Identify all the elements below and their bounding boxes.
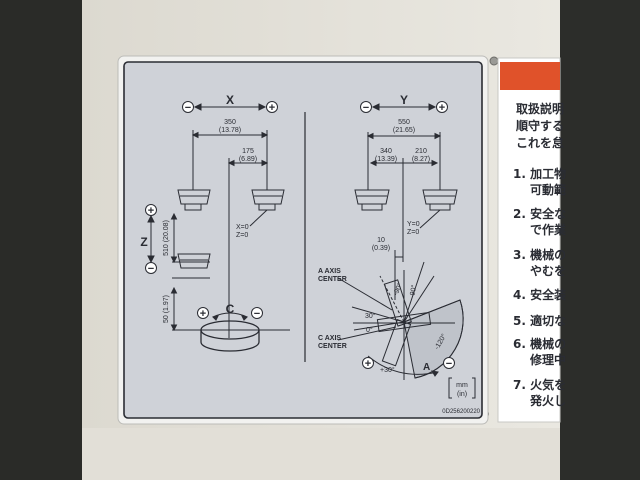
y-340-mm: 340	[380, 148, 392, 155]
a-plus-sign: +	[365, 358, 371, 370]
x-plus-sign: +	[269, 102, 275, 114]
warning-item: やむを	[530, 264, 566, 278]
angle-0: 0°	[366, 326, 373, 334]
c-minus-symbol	[251, 307, 263, 319]
y-340-in: (13.39)	[375, 156, 397, 163]
z-plus-symbol	[145, 204, 157, 216]
x-zero: X=0	[236, 224, 249, 231]
warning-label: 取扱説明 順守する これを怠 1. 加工物 可動範 2. 安全な で作業 3. …	[497, 57, 567, 423]
z-minus-symbol	[145, 262, 157, 274]
y-plus-symbol	[436, 101, 448, 113]
y-210-mm: 210	[415, 148, 427, 155]
a-minus-sign: −	[446, 358, 452, 370]
warning-header-band	[500, 62, 560, 90]
z-minus-sign: −	[148, 263, 154, 275]
warning-item: 5. 適切な	[513, 313, 566, 328]
a-minus-symbol	[443, 357, 455, 369]
warning-item: で作業	[530, 222, 567, 237]
y-550-mm: 550	[398, 119, 410, 126]
angle-neg90-b: -90°	[408, 284, 418, 298]
x-175-mm: 175	[242, 148, 254, 155]
warning-item: 4. 安全装	[513, 287, 566, 302]
y-z-zero: Z=0	[407, 229, 419, 236]
c-axis-center-label: C AXIS	[318, 335, 341, 342]
warning-item: 3. 機械の	[513, 247, 566, 262]
panel-bottom	[82, 428, 560, 480]
angle-30a: 30°	[365, 312, 376, 320]
units-box: mm (in)	[448, 377, 476, 399]
z-510-dim: 510 (20.08)	[163, 220, 170, 256]
warning-item: 1. 加工物	[513, 166, 566, 181]
warning-intro-2: 順守する	[515, 118, 564, 133]
screw-icon	[489, 56, 499, 66]
c-axis-label: C	[226, 302, 235, 316]
y-plus-sign: +	[439, 102, 445, 114]
units-mm: mm	[456, 382, 468, 389]
warning-item: 2. 安全な	[513, 206, 566, 221]
x-z-zero: Z=0	[236, 232, 248, 239]
warning-item: 7. 火気を	[513, 377, 566, 392]
y-minus-symbol	[360, 101, 372, 113]
z-plus-sign: +	[148, 205, 154, 217]
x-350-mm: 350	[224, 119, 236, 126]
c-plus-symbol	[197, 307, 209, 319]
y-10-in: (0.39)	[372, 245, 390, 252]
x-minus-sign: −	[185, 102, 191, 114]
units-in: (in)	[457, 391, 467, 398]
c-plus-sign: +	[200, 308, 206, 320]
x-axis-label: X	[226, 93, 234, 107]
warning-item: 修理中	[529, 352, 566, 367]
y-10-mm: 10	[377, 237, 385, 244]
angle-plus30: +30°	[380, 366, 395, 374]
y-zero: Y=0	[407, 221, 420, 228]
c-minus-sign: −	[254, 308, 260, 320]
z-50-dim: 50 (1.97)	[163, 295, 170, 323]
a-axis-letter: A	[423, 362, 430, 373]
warning-item: 発火し	[529, 393, 566, 408]
y-minus-sign: −	[363, 102, 369, 114]
dark-left-edge	[0, 0, 82, 480]
warning-intro-1: 取扱説明	[516, 101, 564, 116]
warning-intro-3: これを怠	[516, 135, 564, 150]
travel-range-plate	[117, 55, 489, 425]
a-plus-symbol	[362, 357, 374, 369]
x-350-in: (13.78)	[219, 127, 241, 134]
y-axis-label: Y	[400, 93, 408, 107]
x-175-in: (6.89)	[239, 156, 257, 163]
a-axis-center-label: A AXIS	[318, 268, 341, 275]
x-minus-symbol	[182, 101, 194, 113]
warning-item: 可動範	[530, 182, 566, 197]
y-210-in: (8.27)	[412, 156, 430, 163]
part-number: 0D256200220	[442, 409, 480, 415]
a-axis-center-label-2: CENTER	[318, 276, 347, 283]
c-axis-center-label-2: CENTER	[318, 343, 347, 350]
warning-item: 6. 機械の	[513, 336, 566, 351]
dark-right-edge	[560, 0, 640, 480]
z-axis-label: Z	[140, 235, 147, 249]
x-plus-symbol	[266, 101, 278, 113]
y-550-in: (21.65)	[393, 127, 415, 134]
